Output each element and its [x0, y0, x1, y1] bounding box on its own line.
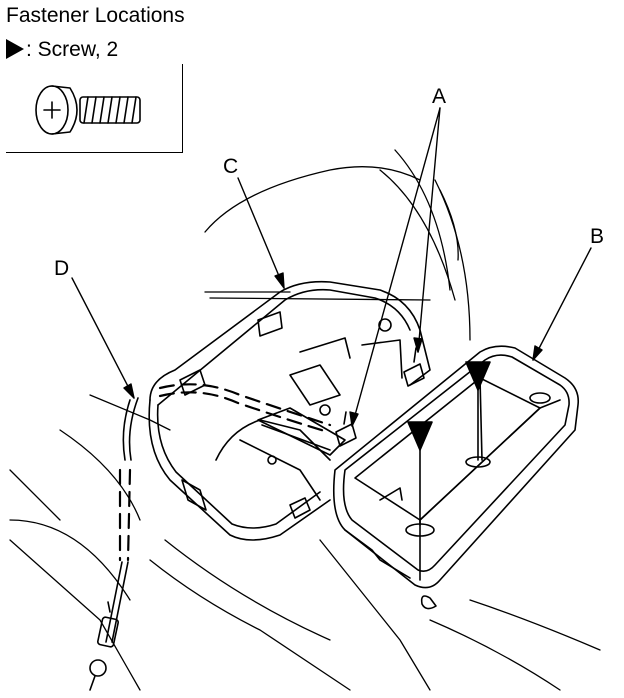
callout-b: B — [590, 225, 605, 248]
center-console-c — [148, 280, 431, 541]
leader-lines — [71, 107, 592, 427]
background-contours — [9, 149, 601, 691]
shift-cable-d — [89, 383, 332, 691]
screw-location-markers — [407, 361, 491, 526]
screw-icon — [35, 85, 141, 135]
screw-marker-2 — [407, 421, 433, 451]
legend-box — [6, 64, 183, 153]
legend-entry-screw: : Screw, 2 — [6, 38, 118, 62]
clip-a — [335, 347, 425, 447]
callout-c: C — [223, 155, 239, 178]
triangle-right-icon — [6, 39, 24, 59]
screw-marker-1 — [465, 361, 491, 391]
legend-entry-label: : Screw, 2 — [26, 38, 119, 61]
legend-title: Fastener Locations — [6, 4, 185, 27]
shift-plate — [257, 407, 346, 456]
console-box-b — [332, 345, 580, 610]
callout-d: D — [54, 257, 70, 280]
callout-a: A — [432, 85, 447, 108]
